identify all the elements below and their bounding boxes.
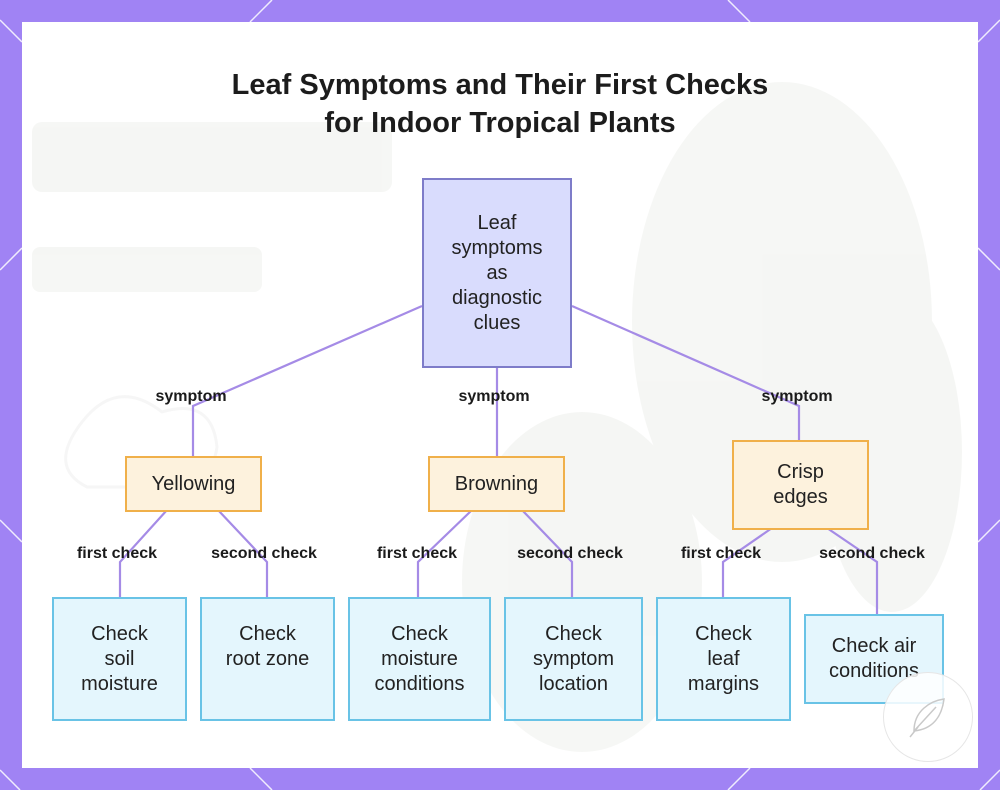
check-line: moisture	[374, 647, 464, 672]
check-line: leaf	[688, 647, 759, 672]
edge-label-symptom: symptom	[761, 387, 832, 407]
edge-label-first-check: first check	[377, 544, 457, 564]
check-line: Check	[226, 622, 309, 647]
edge-root-yellowing	[193, 306, 422, 456]
check-line: Check air	[829, 634, 919, 659]
symptom-node-yellowing: Yellowing	[125, 456, 262, 512]
edge-label-second-check: second check	[211, 544, 317, 564]
check-line: margins	[688, 672, 759, 697]
diagram-panel: Leaf Symptoms and Their First Checks for…	[22, 22, 978, 768]
check-line: location	[533, 672, 614, 697]
check-line: Check	[533, 622, 614, 647]
check-node-soil-moisture: Check soil moisture	[52, 597, 187, 721]
root-line: symptoms	[451, 236, 542, 261]
check-line: Check	[688, 622, 759, 647]
check-node-moisture-conditions: Check moisture conditions	[348, 597, 491, 721]
check-line: moisture	[81, 672, 158, 697]
check-line: Check	[374, 622, 464, 647]
edge-label-second-check: second check	[517, 544, 623, 564]
root-line: clues	[451, 311, 542, 336]
check-line: conditions	[374, 672, 464, 697]
symptom-line: edges	[773, 485, 828, 510]
edge-root-crisp	[572, 306, 799, 440]
check-node-leaf-margins: Check leaf margins	[656, 597, 791, 721]
root-line: Leaf	[451, 211, 542, 236]
check-node-root-zone: Check root zone .	[200, 597, 335, 721]
edge-label-symptom: symptom	[155, 387, 226, 407]
check-line: root zone	[226, 647, 309, 672]
check-node-symptom-location: Check symptom location	[504, 597, 643, 721]
edge-label-symptom: symptom	[458, 387, 529, 407]
symptom-line: Yellowing	[152, 472, 236, 497]
check-line: symptom	[533, 647, 614, 672]
check-line: soil	[81, 647, 158, 672]
root-node: Leaf symptoms as diagnostic clues	[422, 178, 572, 368]
symptom-node-crisp-edges: Crisp edges	[732, 440, 869, 530]
symptom-node-browning: Browning	[428, 456, 565, 512]
leaf-badge-icon	[883, 672, 973, 762]
edge-label-first-check: first check	[77, 544, 157, 564]
root-line: as	[451, 261, 542, 286]
symptom-line: Crisp	[773, 460, 828, 485]
edge-crisp-second	[827, 528, 877, 614]
edge-label-first-check: first check	[681, 544, 761, 564]
root-line: diagnostic	[451, 286, 542, 311]
check-line: Check	[81, 622, 158, 647]
edge-label-second-check: second check	[819, 544, 925, 564]
symptom-line: Browning	[455, 472, 538, 497]
